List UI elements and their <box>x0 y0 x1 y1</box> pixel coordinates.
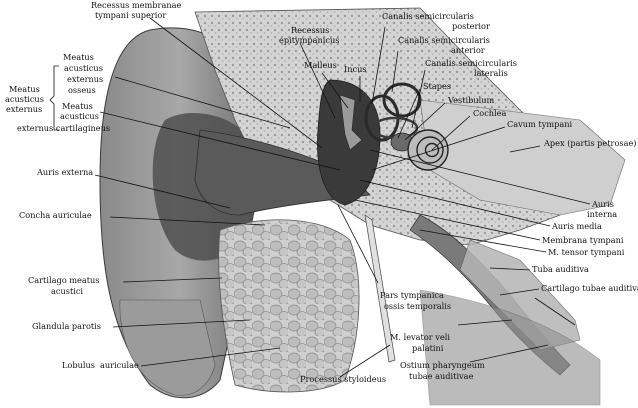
apex-shape <box>419 99 626 216</box>
semicircular-canal-anterior <box>382 82 422 118</box>
label-tensor-tympani: M. tensor tympani <box>548 247 625 257</box>
label-lobulus: Lobulus <box>62 360 95 370</box>
external-meatus-shape <box>194 129 371 216</box>
label-auris-media: Auris media <box>551 221 602 231</box>
label-cartilago-tubae: Cartilago tubae auditivae <box>541 283 638 293</box>
label-processus-styloideus: Processus styloideus <box>300 374 386 384</box>
label-membrana-tympani: Membrana tympani <box>542 235 624 245</box>
label-auris-externa: Auris externa <box>36 167 93 177</box>
label-stapes: Stapes <box>423 81 451 91</box>
lobule-shape <box>119 299 216 396</box>
label-meatus-externus: Meatus acusticus externus <box>5 84 47 114</box>
label-canalis-anterior: Canalis semicircularis anterior <box>398 35 493 55</box>
label-cavum-tympani: Cavum tympani <box>507 119 572 129</box>
leader-lines <box>94 17 591 378</box>
ossicles-shape <box>339 94 363 151</box>
label-levator-veli: M. levator veli palatini <box>390 332 453 353</box>
styloid-process-shape <box>364 214 396 363</box>
parotid-gland-shape <box>218 219 360 393</box>
pharyngeal-region-shape <box>419 289 601 406</box>
label-cochlea: Cochlea <box>473 108 507 118</box>
label-canalis-lateralis: Canalis semicircularis lateralis <box>425 58 520 78</box>
meatus-bracket <box>49 65 59 131</box>
labels: Recessus membranae tympani superior Rece… <box>5 0 638 384</box>
label-tuba-auditiva: Tuba auditiva <box>532 264 589 274</box>
label-apex: Apex (partis petrosae) <box>543 138 637 148</box>
label-glandula-parotis: Glandula parotis <box>32 321 101 331</box>
label-concha-auriculae: Concha auriculae <box>19 210 92 220</box>
label-auris-interna: Auris interna <box>587 199 617 219</box>
label-meatus-cartilagineus: Meatus acusticus externus cartilagineus <box>17 101 110 133</box>
label-cartilago-meatus: Cartilago meatus acustici <box>28 275 102 296</box>
label-ostium-pharyngeum: Ostium pharyngeum tubae auditivae <box>400 360 487 381</box>
label-malleus: Malleus <box>304 60 337 70</box>
label-meatus-osseus: Meatus acusticus externus osseus <box>63 52 106 95</box>
label-pars-tympanica: Pars tympanica ossis temporalis <box>380 290 451 311</box>
cochlea-inner <box>424 142 440 158</box>
label-incus: Incus <box>344 64 367 74</box>
label-recessus-membranae: Recessus membranae tympani superior <box>91 0 184 20</box>
cochlea-middle <box>416 136 444 164</box>
label-recessus-epitympanicus: Recessus epitympanicus <box>279 25 339 45</box>
label-canalis-posterior: Canalis semicircularis posterior <box>382 11 490 31</box>
label-auriculae: auriculae <box>100 360 139 370</box>
label-vestibulum: Vestibulum <box>447 95 495 105</box>
